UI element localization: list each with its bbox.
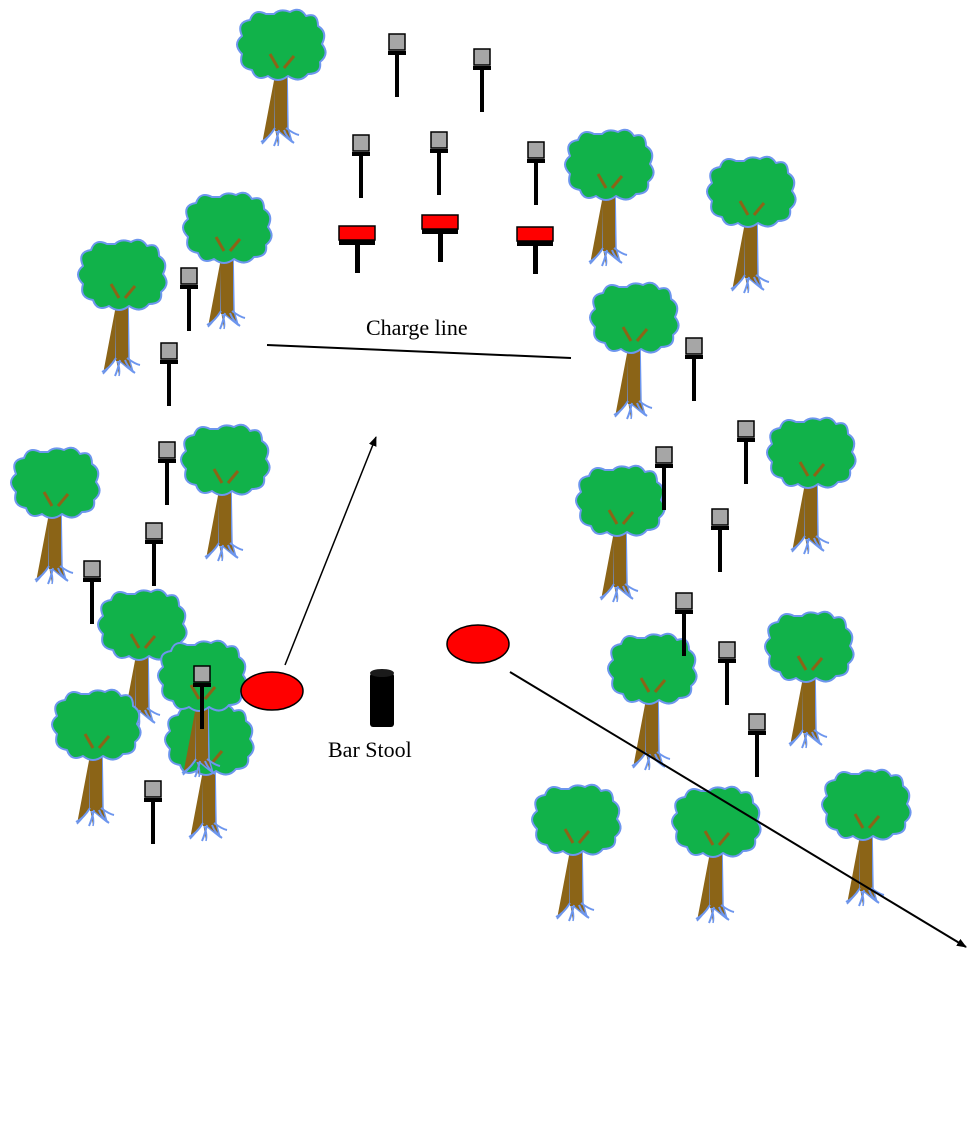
tree-icon [236, 8, 327, 147]
tree-icon [182, 191, 273, 330]
right-start-marker-icon [446, 624, 510, 664]
target-stand-icon [675, 592, 693, 656]
target-stand-icon [473, 48, 491, 112]
tree-icon [764, 610, 855, 749]
tree-icon [589, 281, 680, 420]
target-stand-icon [430, 131, 448, 195]
tree-icon [10, 446, 101, 585]
red-target-stand-icon [338, 225, 376, 273]
target-stand-icon [718, 641, 736, 705]
bar-stool-icon [370, 669, 394, 727]
right-path-arrow [509, 671, 967, 948]
target-stand-icon [145, 522, 163, 586]
left-path-arrow [284, 436, 377, 666]
tree-icon [575, 464, 666, 603]
tree-icon [180, 423, 271, 562]
target-stand-icon [748, 713, 766, 777]
target-stand-icon [144, 780, 162, 844]
target-stand-icon [527, 141, 545, 205]
target-stand-icon [83, 560, 101, 624]
trees-layer [10, 8, 912, 924]
tree-icon [766, 416, 857, 555]
target-stand-icon [193, 665, 211, 729]
tree-icon [564, 128, 655, 267]
tree-icon [164, 703, 255, 842]
tree-icon [671, 785, 762, 924]
charge-line [266, 344, 572, 359]
target-stand-icon [737, 420, 755, 484]
tree-icon [706, 155, 797, 294]
left-start-marker-icon [240, 671, 304, 711]
red-target-stand-icon [516, 226, 554, 274]
target-stand-icon [388, 33, 406, 97]
target-stand-icon [711, 508, 729, 572]
targets-layer [83, 33, 766, 844]
target-stand-icon [352, 134, 370, 198]
red-target-stand-icon [421, 214, 459, 262]
tree-icon [821, 768, 912, 907]
target-stand-icon [160, 342, 178, 406]
bar-stool-label: Bar Stool [328, 737, 412, 762]
tree-icon [531, 783, 622, 922]
target-stand-icon [180, 267, 198, 331]
target-stand-icon [685, 337, 703, 401]
tree-icon [51, 688, 142, 827]
target-stand-icon [655, 446, 673, 510]
charge-line-label: Charge line [366, 315, 468, 340]
target-stand-icon [158, 441, 176, 505]
tree-icon [77, 238, 168, 377]
